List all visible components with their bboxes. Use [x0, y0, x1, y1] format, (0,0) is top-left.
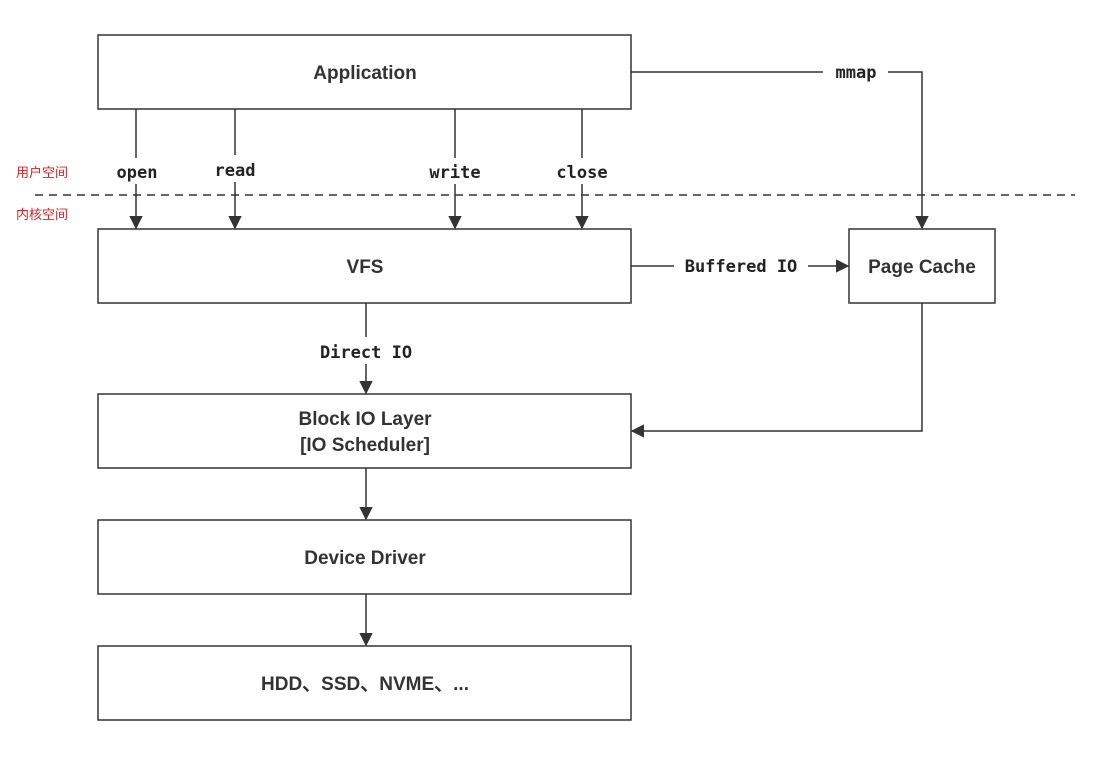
direct-io-label: Direct IO	[320, 343, 412, 363]
kernel-space-label: 内核空间	[16, 207, 68, 223]
block-io-layer-box: Block IO Layer [IO Scheduler]	[97, 393, 632, 469]
write-label: write	[429, 163, 480, 183]
edge-direct-io: Direct IO	[320, 303, 412, 395]
device-driver-label: Device Driver	[304, 548, 426, 569]
edge-open: open	[117, 109, 158, 230]
edge-close: close	[556, 109, 608, 230]
mmap-label: mmap	[836, 63, 877, 83]
vfs-box: VFS	[97, 228, 632, 304]
close-label: close	[556, 163, 607, 183]
edge-read: read	[215, 109, 256, 230]
buffered-io-label: Buffered IO	[685, 257, 798, 277]
storage-devices-box: HDD、SSD、NVME、...	[97, 645, 632, 721]
io-scheduler-label: [IO Scheduler]	[300, 435, 430, 456]
page-cache-box: Page Cache	[848, 228, 996, 304]
application-label: Application	[313, 63, 416, 84]
edge-buffered-io: Buffered IO	[631, 257, 850, 277]
read-label: read	[215, 161, 256, 181]
user-space-label: 用户空间	[16, 165, 68, 181]
application-box: Application	[97, 34, 632, 110]
open-label: open	[117, 163, 158, 183]
edge-page-cache-to-block-io	[630, 303, 923, 438]
device-driver-box: Device Driver	[97, 519, 632, 595]
block-io-layer-label: Block IO Layer	[298, 409, 432, 430]
page-cache-label: Page Cache	[868, 257, 976, 278]
storage-devices-label: HDD、SSD、NVME、...	[261, 674, 469, 695]
vfs-label: VFS	[347, 257, 384, 278]
edge-mmap: mmap	[631, 63, 929, 230]
edge-write: write	[429, 109, 481, 230]
